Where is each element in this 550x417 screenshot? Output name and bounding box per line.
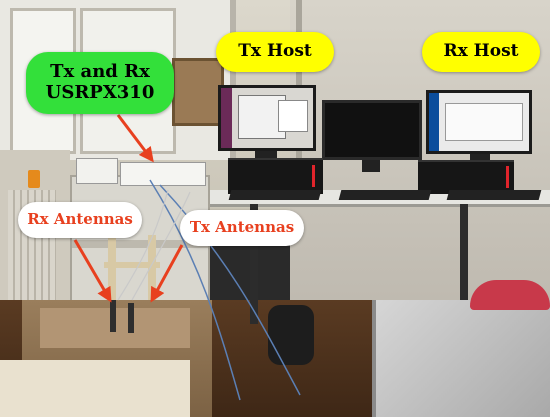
label-tx-antennas-text: Tx Antennas — [189, 218, 295, 237]
stand-post — [108, 235, 116, 305]
tx-pc-tower — [228, 158, 323, 194]
label-rx-host-text: Rx Host — [443, 41, 519, 62]
desk-leg — [250, 204, 258, 324]
rx-monitor — [426, 90, 532, 154]
black-bag — [268, 305, 314, 365]
stand-post — [148, 235, 156, 305]
middle-monitor-stand — [362, 160, 380, 172]
label-tx-antennas: Tx Antennas — [180, 210, 304, 246]
rx-pc-led — [506, 166, 509, 188]
metal-enclosure — [372, 300, 550, 417]
stand-crossbar — [104, 262, 160, 268]
antenna-rx — [110, 300, 116, 332]
antenna-tx — [128, 303, 134, 333]
rx-pc-tower — [418, 160, 514, 194]
tx-monitor-screen — [221, 88, 313, 148]
arrow-usrp — [116, 114, 154, 163]
wall-pipe — [296, 0, 302, 160]
rx-monitor-screen — [429, 93, 529, 151]
arrow-rx-antennas — [73, 239, 112, 303]
label-tx-host-text: Tx Host — [238, 41, 312, 62]
label-rx-antennas: Rx Antennas — [18, 202, 142, 238]
middle-monitor — [322, 100, 422, 160]
cart-shelf — [72, 240, 208, 248]
label-tx-host: Tx Host — [216, 32, 334, 72]
tx-pc-led — [312, 165, 315, 187]
label-tx-rx-usrp-text: Tx and Rx USRPX310 — [45, 61, 155, 103]
usrp-device-2 — [120, 162, 206, 186]
tx-monitor — [218, 85, 316, 151]
table-front-panel — [0, 360, 190, 417]
label-rx-antennas-text: Rx Antennas — [27, 210, 133, 229]
label-tx-rx-usrp: Tx and Rx USRPX310 — [26, 52, 174, 114]
red-chair — [470, 280, 550, 310]
label-rx-host: Rx Host — [422, 32, 540, 72]
desk-leg — [460, 204, 468, 304]
orange-switch — [28, 170, 40, 188]
usrp-device-1 — [76, 158, 118, 184]
arrow-tx-antennas — [150, 244, 184, 303]
rx-monitor-stand — [470, 154, 490, 164]
